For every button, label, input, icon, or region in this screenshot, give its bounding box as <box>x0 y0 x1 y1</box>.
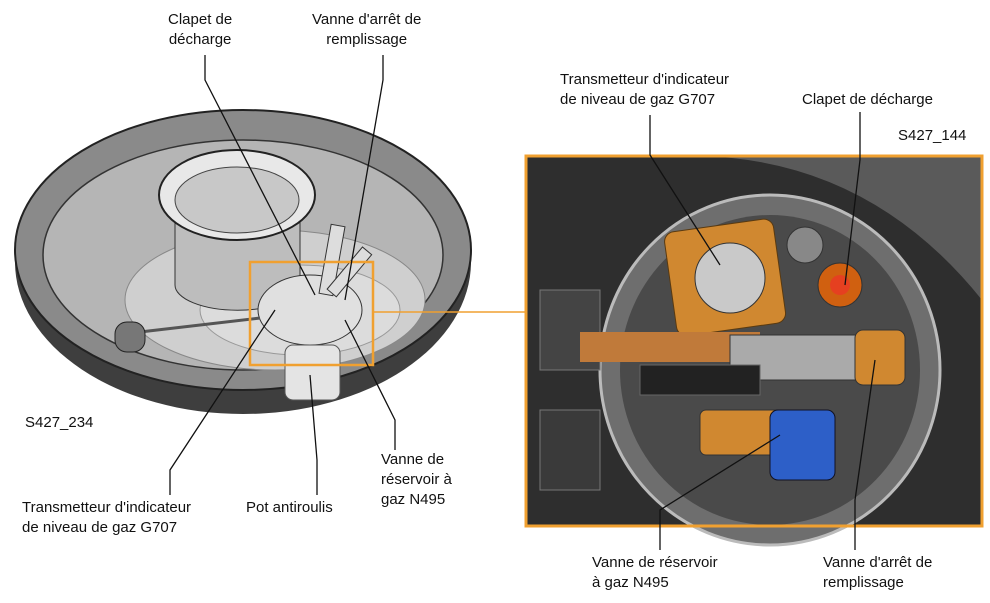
label-line: remplissage <box>823 574 904 591</box>
detail-photo <box>526 156 982 547</box>
label-line: Clapet de <box>168 11 233 28</box>
label-line: Vanne de <box>381 451 445 468</box>
label-line: décharge <box>168 31 232 48</box>
label-line: réservoir à <box>381 471 452 488</box>
label-line: Transmetteur d'indicateur <box>22 499 192 516</box>
detail-frame <box>524 154 984 528</box>
label-fill-valve-detail: Vanne d'arrêt de remplissage <box>823 553 932 593</box>
label-line: Transmetteur d'indicateur <box>560 71 730 88</box>
label-line: Vanne de réservoir <box>592 554 718 571</box>
label-line: Vanne d'arrêt de <box>823 554 933 571</box>
label-relief-valve-detail: Clapet de décharge <box>802 91 933 108</box>
label-fill-valve-overview: Vanne d'arrêt de remplissage <box>312 10 421 50</box>
label-line: gaz N495 <box>381 491 446 508</box>
label-line: à gaz N495 <box>592 574 669 591</box>
label-line: Vanne d'arrêt de <box>312 11 422 28</box>
label-line: remplissage <box>326 31 408 48</box>
label-anti-surge-pot: Pot antiroulis <box>246 499 333 516</box>
label-level-sender-overview: Transmetteur d'indicateur de niveau de g… <box>22 498 191 538</box>
leader-lines <box>169 55 876 550</box>
label-line: de niveau de gaz G707 <box>22 519 178 536</box>
figure-id-overview: S427_234 <box>25 414 94 431</box>
label-tank-valve-overview: Vanne de réservoir à gaz N495 <box>381 450 452 510</box>
label-line: de niveau de gaz G707 <box>560 91 716 108</box>
label-level-sender-detail: Transmetteur d'indicateur de niveau de g… <box>560 70 729 110</box>
label-tank-valve-detail: Vanne de réservoir à gaz N495 <box>592 553 718 593</box>
label-relief-valve-overview: Clapet de décharge <box>168 10 232 50</box>
zoom-highlight-box <box>248 260 375 367</box>
figure-id-detail: S427_144 <box>898 127 967 144</box>
